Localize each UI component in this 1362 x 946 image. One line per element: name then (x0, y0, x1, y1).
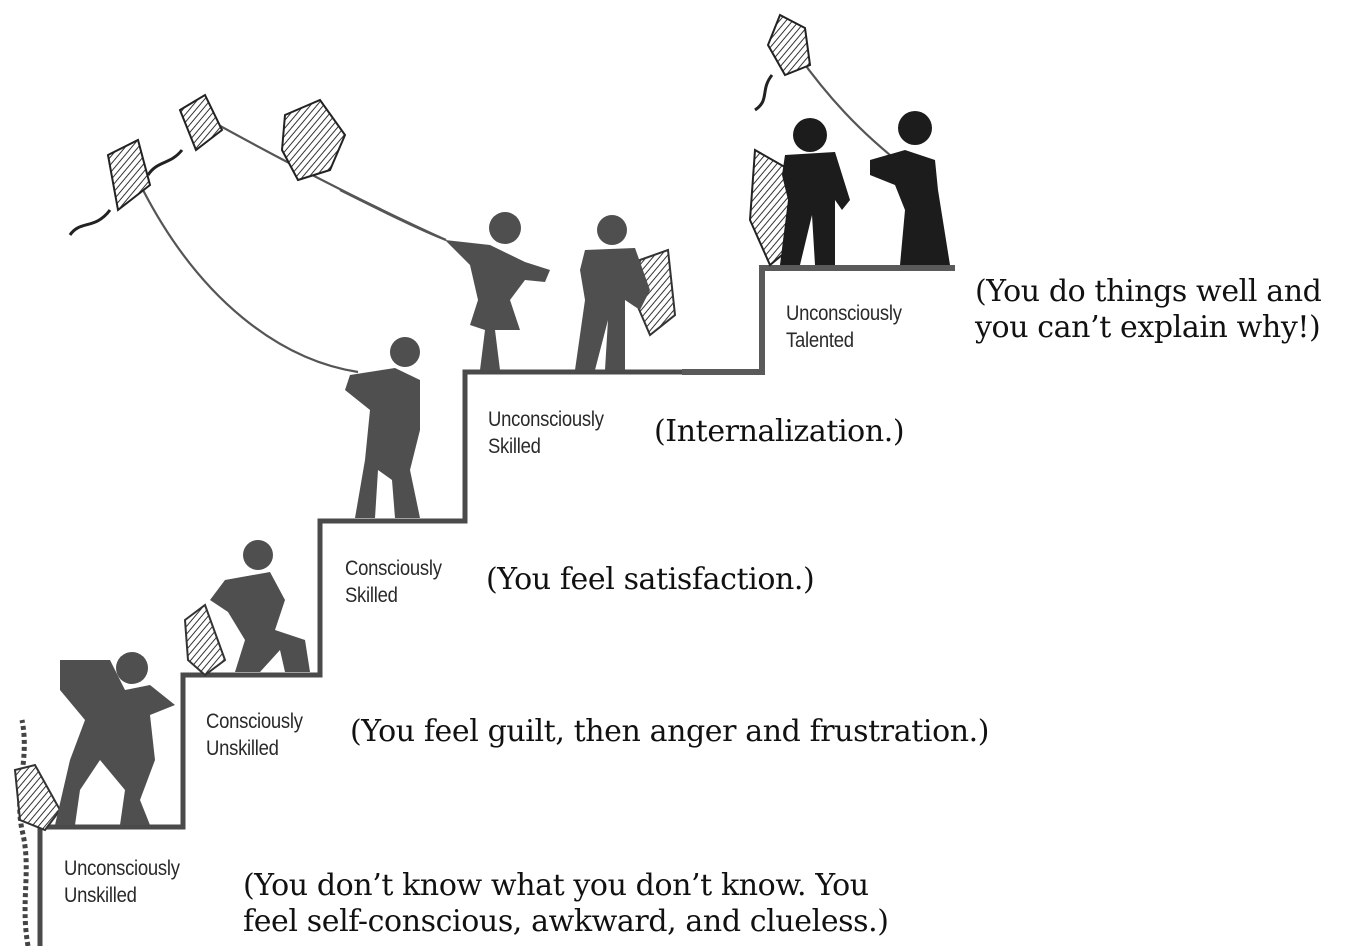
staircase-line (37, 369, 682, 946)
kite-icon (13, 763, 62, 832)
kite-icon (146, 93, 224, 176)
note-unconsciously-unskilled: (You don’t know what you don’t know. You… (243, 868, 889, 940)
kite-icon (754, 13, 812, 112)
stage-label-line1: Consciously (345, 557, 442, 580)
note-line: you can’t explain why!) (975, 310, 1321, 345)
note-consciously-skilled: (You feel satisfaction.) (486, 562, 815, 598)
stage-label-line1: Unconsciously (64, 857, 180, 880)
note-unconsciously-talented: (You do things well and you can’t explai… (975, 274, 1322, 346)
note-consciously-unskilled: (You feel guilt, then anger and frustrat… (350, 714, 990, 750)
note-line: feel self-conscious, awkward, and cluele… (243, 904, 889, 939)
stage-label-line2: Skilled (488, 435, 541, 458)
stage-label-line2: Talented (786, 329, 854, 352)
note-line: (You do things well and (975, 274, 1322, 309)
stage-label-line1: Unconsciously (488, 408, 604, 431)
staircase-gap-step (682, 265, 955, 375)
note-line: (You feel satisfaction.) (486, 562, 815, 597)
stage-label-line2: Unskilled (206, 737, 279, 760)
stage-label-consciously-skilled: Consciously Skilled (345, 555, 442, 609)
rope-icon (17, 719, 31, 946)
note-line: (You don’t know what you don’t know. You (243, 868, 869, 903)
kite-icon (68, 138, 152, 236)
kite-icon (280, 98, 347, 182)
stage-label-unconsciously-unskilled: Unconsciously Unskilled (64, 855, 180, 909)
stage-label-consciously-unskilled: Consciously Unskilled (206, 708, 303, 762)
stage-label-unconsciously-skilled: Unconsciously Skilled (488, 406, 604, 460)
note-line: (Internalization.) (654, 414, 905, 449)
kite-icon (183, 603, 227, 677)
kite-strings (142, 54, 891, 374)
stage-label-line2: Unskilled (64, 884, 137, 907)
stage-label-line2: Skilled (345, 584, 398, 607)
person-silhouette-icon (780, 111, 950, 265)
stage-label-unconsciously-talented: Unconsciously Talented (786, 300, 902, 354)
stage-label-line1: Consciously (206, 710, 303, 733)
note-unconsciously-skilled: (Internalization.) (654, 414, 905, 450)
note-line: (You feel guilt, then anger and frustrat… (350, 714, 990, 749)
person-silhouette-icon (55, 212, 650, 825)
stage-label-line1: Unconsciously (786, 302, 902, 325)
